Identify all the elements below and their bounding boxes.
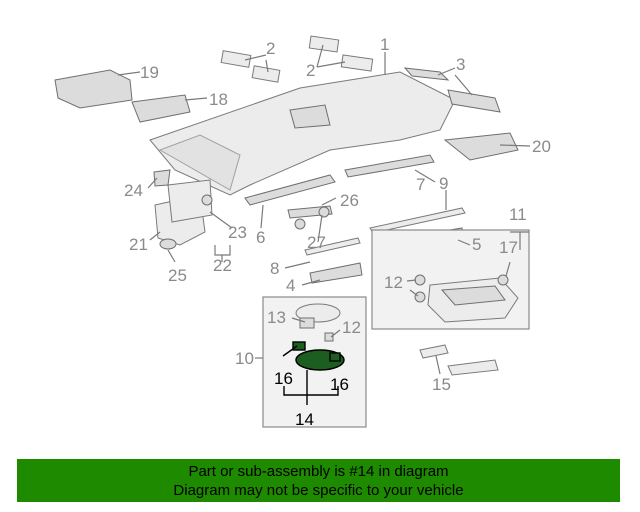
banner-line-2: Diagram may not be specific to your vehi… [173,482,464,499]
clip-23-part [201,194,213,206]
callout-2b: 2 [306,61,315,80]
callout-15: 15 [432,375,451,394]
leader-lines [117,44,531,405]
callout-22: 22 [213,256,232,275]
pad-2a-part [220,50,252,68]
callout-6: 6 [256,228,265,247]
switch-13-part [299,317,315,329]
callout-12a: 12 [384,273,403,292]
callout-23: 23 [228,223,247,242]
bracket-4-part [309,262,363,284]
cover-18-part [131,94,191,123]
strip-9-part [369,207,466,234]
callout-11: 11 [509,205,527,224]
callout-9: 9 [439,174,448,193]
callout-2a: 2 [266,39,275,58]
callout-19: 19 [140,63,159,82]
clip-27b-part [318,206,330,218]
callout-24: 24 [124,181,143,200]
callout-7: 7 [416,175,425,194]
callout-17: 17 [499,238,518,257]
callout-8: 8 [270,259,279,278]
console-20-part [443,132,519,161]
lamp-lens-11-part [440,285,506,306]
headliner-part [149,71,456,196]
callout-3: 3 [456,55,465,74]
callout-1: 1 [380,35,389,54]
pad-2c-part [308,35,340,53]
callout-4: 4 [286,276,295,295]
console-19-part [54,69,133,109]
lamp-15a-part [419,344,449,359]
clip-25-part [159,238,177,250]
bracket-3a-part [403,67,450,81]
callout-12b: 12 [342,318,361,337]
pad-2b-part [251,65,281,83]
sunvisor-22-part [167,179,213,223]
callout-13: 13 [267,308,286,327]
clip-27a-part [294,218,306,230]
rail-6-part [244,174,336,206]
callout-16a: 16 [274,369,293,388]
callout-18: 18 [209,90,228,109]
rail-7-part [344,154,435,178]
screw-12-part [414,274,426,286]
banner-line-1: Part or sub-assembly is #14 in diagram [188,463,449,480]
info-banner: Part or sub-assembly is #14 in diagram D… [17,459,620,502]
clip-16a-part [292,341,306,351]
bulb-12b-part [324,332,334,342]
bulb-12-part [414,291,426,303]
clip-16b-part [329,352,341,362]
clip-17-part [497,274,509,286]
callout-27: 27 [307,233,326,252]
callout-5: 5 [472,235,481,254]
bracket-3b-part [447,89,501,113]
callout-25: 25 [168,266,187,285]
callout-14: 14 [295,410,314,429]
pad-2d-part [340,54,374,72]
callout-16b: 16 [330,375,349,394]
callout-10: 10 [235,349,254,368]
callout-21: 21 [129,235,148,254]
callout-26: 26 [340,191,359,210]
lamp-15b-part [447,359,499,376]
callout-20: 20 [532,137,551,156]
strip-8-part [304,237,361,256]
